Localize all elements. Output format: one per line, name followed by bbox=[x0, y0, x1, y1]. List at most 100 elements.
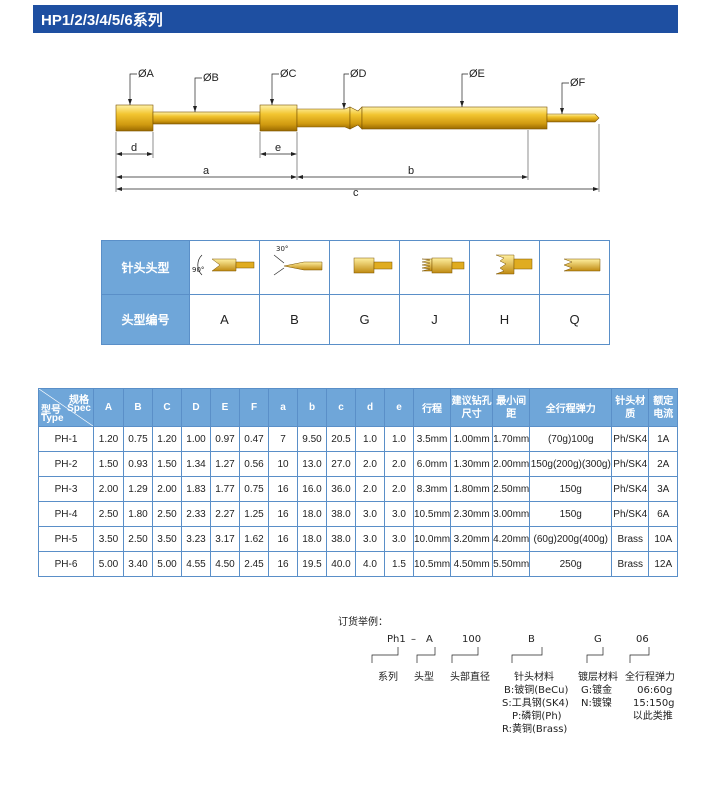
tip-j-icon bbox=[421, 257, 465, 274]
label-dia-b: ØB bbox=[203, 72, 219, 84]
spec-cell: 0.75 bbox=[123, 426, 153, 452]
tip-code-q: Q bbox=[539, 294, 610, 345]
spec-cell: 7 bbox=[268, 426, 298, 452]
spec-cell: 2.33 bbox=[181, 501, 211, 527]
tip-j-cell bbox=[399, 240, 470, 295]
label-dia-d: ØD bbox=[350, 68, 367, 80]
tip-code-g: G bbox=[329, 294, 400, 345]
spec-cell: 1.83 bbox=[181, 476, 211, 502]
material-options: B:铍铜(BeCu) S:工具钢(SK4) P:磷铜(Ph) R:黄铜(Bras… bbox=[502, 684, 569, 736]
corner-type-en: Type bbox=[41, 413, 64, 424]
col-header: d bbox=[355, 388, 385, 427]
spec-cell: 10 bbox=[268, 451, 298, 477]
spec-cell: 1.80 bbox=[123, 501, 153, 527]
order-label-force: 全行程弹力 bbox=[625, 672, 675, 683]
spec-cell: 6.0mm bbox=[412, 451, 452, 477]
col-header: E bbox=[210, 388, 240, 427]
plating-option: N:镀镍 bbox=[581, 698, 612, 709]
spec-cell: 18.0 bbox=[297, 501, 327, 527]
spec-cell: 3.0 bbox=[355, 526, 385, 552]
col-header: A bbox=[93, 388, 124, 427]
col-header: B bbox=[123, 388, 153, 427]
corner-type-zh: 型号 bbox=[41, 405, 61, 416]
spec-corner-cell: 规格 Spec 型号 Type bbox=[38, 388, 94, 427]
spec-cell: 2.50 bbox=[123, 526, 153, 552]
spec-cell: 5.00 bbox=[93, 551, 124, 577]
tip-b-cell: 30° bbox=[259, 240, 330, 295]
spec-cell: 4.55 bbox=[181, 551, 211, 577]
spec-cell: 0.47 bbox=[239, 426, 269, 452]
order-title: 订货举例： bbox=[338, 617, 388, 628]
spec-cell: 1.00mm bbox=[450, 426, 494, 452]
spec-cell: 16 bbox=[268, 526, 298, 552]
probe-collar-c bbox=[259, 104, 298, 132]
label-dia-f: ØF bbox=[570, 77, 586, 89]
probe-tube-d bbox=[296, 106, 351, 130]
spec-cell: 1.77 bbox=[210, 476, 240, 502]
col-header: 建议钻孔尺寸 bbox=[450, 388, 494, 427]
tip-h-icon bbox=[495, 254, 533, 275]
order-code-dash: – bbox=[411, 634, 416, 645]
dim-b: b bbox=[408, 165, 414, 177]
spec-cell: 2.45 bbox=[239, 551, 269, 577]
col-header: 全行程弹力 bbox=[529, 388, 613, 427]
spec-cell: 9.50 bbox=[297, 426, 327, 452]
spec-cell: 3.40 bbox=[123, 551, 153, 577]
spec-cell: 3.0 bbox=[384, 501, 414, 527]
probe-crimp bbox=[349, 106, 363, 130]
spec-cell: 27.0 bbox=[326, 451, 356, 477]
spec-table: 规格 Spec 型号 Type A B C D E F a b c d e 行程… bbox=[38, 388, 679, 577]
spec-cell: 1.34 bbox=[181, 451, 211, 477]
probe-barrel-e bbox=[361, 106, 548, 130]
spec-cell: 1.20 bbox=[152, 426, 182, 452]
force-options: 06:60g 15:150g 以此类推 bbox=[631, 684, 675, 723]
spec-cell: Ph/SK4 bbox=[611, 426, 650, 452]
tip-code-j: J bbox=[399, 294, 470, 345]
spec-model-cell: PH-6 bbox=[38, 551, 94, 577]
spec-cell: 1.0 bbox=[355, 426, 385, 452]
tip-a-cell: 90° bbox=[189, 240, 260, 295]
spec-cell: 3.50 bbox=[152, 526, 182, 552]
spec-cell: 13.0 bbox=[297, 451, 327, 477]
spec-cell: 0.56 bbox=[239, 451, 269, 477]
label-dia-a: ØA bbox=[138, 68, 155, 80]
spec-cell: 16.0 bbox=[297, 476, 327, 502]
spec-cell: 2.00mm bbox=[492, 451, 531, 477]
page-title: HP1/2/3/4/5/6系列 bbox=[41, 12, 163, 29]
spec-cell: 1.50 bbox=[152, 451, 182, 477]
tip-q-cell bbox=[539, 240, 610, 295]
force-option: 以此类推 bbox=[632, 711, 673, 722]
spec-cell: 1.80mm bbox=[450, 476, 494, 502]
probe-diagram: ØA ØB ØC ØD ØE ØF bbox=[115, 68, 600, 199]
order-code-head: A bbox=[426, 634, 433, 645]
spec-cell: Ph/SK4 bbox=[611, 476, 650, 502]
spec-cell: 1.25 bbox=[239, 501, 269, 527]
spec-cell: 16 bbox=[268, 476, 298, 502]
plating-option: G:镀金 bbox=[581, 685, 613, 696]
dim-e: e bbox=[275, 142, 281, 154]
spec-cell: Ph/SK4 bbox=[611, 501, 650, 527]
spec-cell: 38.0 bbox=[326, 526, 356, 552]
spec-cell: 18.0 bbox=[297, 526, 327, 552]
spec-cell: 2.50 bbox=[93, 501, 124, 527]
spec-cell: 4.0 bbox=[355, 551, 385, 577]
spec-model-cell: PH-1 bbox=[38, 426, 94, 452]
order-code-material: B bbox=[528, 634, 535, 645]
col-header: 行程 bbox=[412, 388, 452, 427]
spec-cell: 1.0 bbox=[384, 426, 414, 452]
spec-cell: 0.93 bbox=[123, 451, 153, 477]
order-label-material: 针头材料 bbox=[514, 672, 554, 683]
order-label-series: 系列 bbox=[378, 672, 398, 683]
spec-cell: 2.27 bbox=[210, 501, 240, 527]
spec-cell: 0.97 bbox=[210, 426, 240, 452]
tip-g-icon bbox=[353, 257, 393, 274]
spec-cell: 10.5mm bbox=[412, 501, 452, 527]
spec-header-row: 规格 Spec 型号 Type A B C D E F a b c d e 行程… bbox=[38, 388, 679, 427]
probe-shaft-b bbox=[152, 111, 261, 125]
spec-cell: 1.30mm bbox=[450, 451, 494, 477]
